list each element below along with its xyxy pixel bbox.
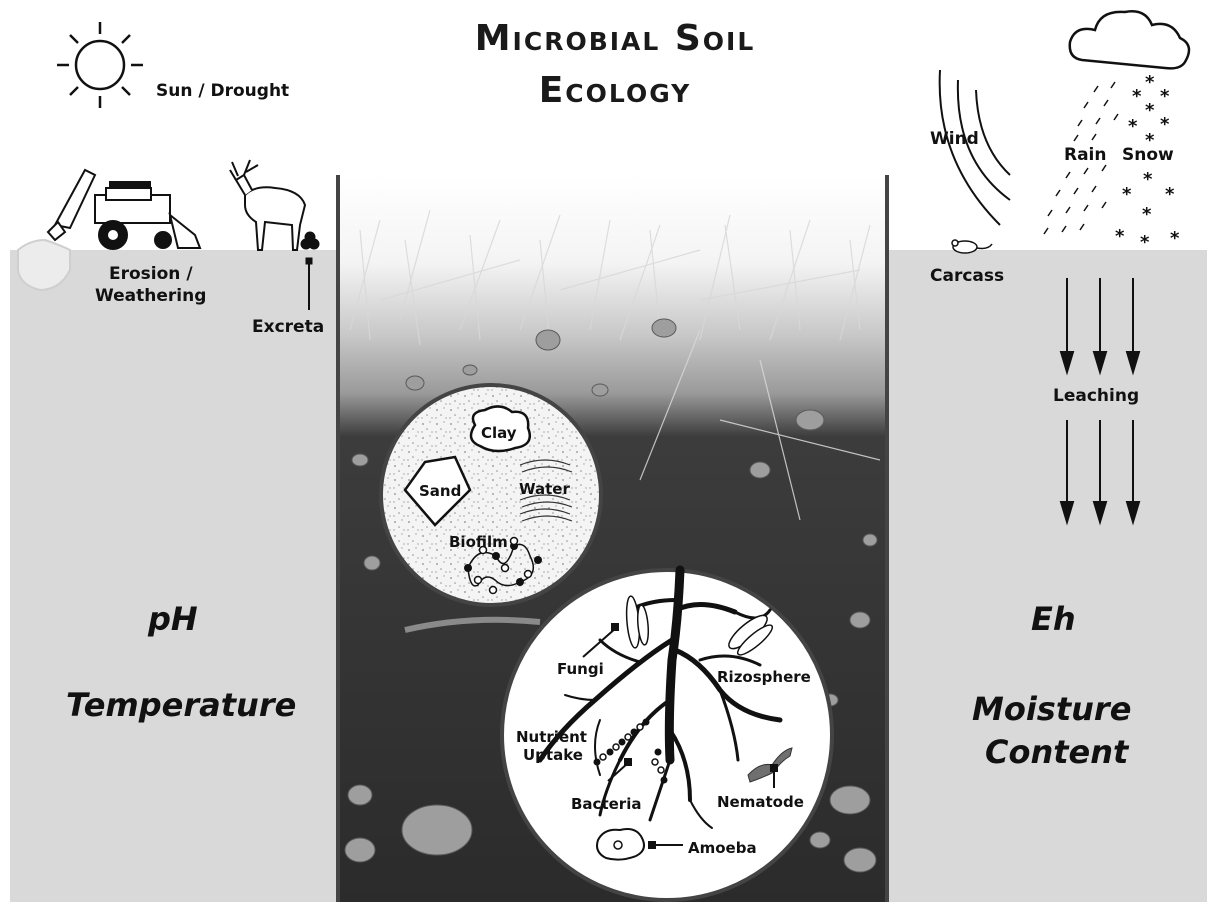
- svg-text:*: *: [1140, 232, 1150, 253]
- deer-icon: [230, 160, 305, 250]
- biofilm-label: Biofilm: [449, 533, 508, 551]
- svg-text:*: *: [1165, 184, 1175, 205]
- excreta-icon: [301, 232, 319, 310]
- svg-text:*: *: [1115, 226, 1125, 247]
- clay-label: Clay: [481, 424, 517, 442]
- nematode-label: Nematode: [717, 793, 804, 811]
- svg-text:*: *: [1132, 86, 1142, 107]
- svg-text:*: *: [1128, 116, 1138, 137]
- fungi-label: Fungi: [557, 660, 604, 678]
- svg-text:*: *: [1160, 114, 1170, 135]
- svg-text:*: *: [1170, 228, 1180, 249]
- water-label: Water: [519, 480, 570, 498]
- eh-label: Eh: [1031, 600, 1076, 638]
- snow-label: Snow: [1122, 145, 1174, 165]
- svg-text:*: *: [1143, 169, 1153, 190]
- cloud-icon: [1070, 11, 1189, 68]
- carcass-label: Carcass: [930, 266, 1004, 286]
- weathering-label: Weathering: [95, 286, 206, 306]
- sun-icon: [57, 22, 143, 108]
- erosion-label: Erosion /: [109, 264, 193, 284]
- wind-label: Wind: [930, 129, 979, 149]
- excreta-label: Excreta: [252, 317, 324, 337]
- content-label: Content: [985, 733, 1128, 771]
- bacteria-label: Bacteria: [571, 795, 641, 813]
- svg-text:*: *: [1145, 100, 1155, 121]
- leaching-label: Leaching: [1053, 386, 1139, 406]
- sand-label: Sand: [419, 482, 461, 500]
- ph-label: pH: [148, 600, 198, 638]
- uptake-label: Uptake: [523, 746, 583, 764]
- nutrient-label: Nutrient: [516, 728, 587, 746]
- svg-text:*: *: [1122, 184, 1132, 205]
- rain-label: Rain: [1064, 145, 1107, 165]
- carcass-icon: [952, 240, 992, 253]
- amoeba-label: Amoeba: [688, 839, 757, 857]
- svg-text:*: *: [1160, 86, 1170, 107]
- sun-drought-label: Sun / Drought: [156, 81, 289, 101]
- svg-text:*: *: [1142, 204, 1152, 225]
- rizosphere-label: Rizosphere: [717, 668, 811, 686]
- temperature-label: Temperature: [66, 686, 296, 724]
- moisture-label: Moisture: [972, 690, 1131, 728]
- svg-text:*: *: [1145, 72, 1155, 93]
